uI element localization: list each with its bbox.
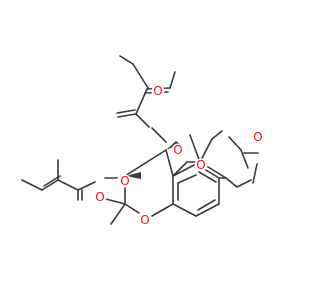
bond (236, 179, 252, 188)
bond (195, 203, 220, 217)
bond (211, 130, 223, 140)
bond (252, 163, 258, 184)
bond (132, 63, 149, 89)
atom-O-lactone-carbonyl: O (251, 130, 265, 144)
atom-O-ester-top: O (171, 143, 185, 157)
wedge-bond (125, 172, 141, 179)
svg-text:O: O (253, 130, 262, 144)
atom-O-carbonyl-left: O (93, 190, 107, 204)
atom-O-carbonyl-top: O (151, 84, 165, 98)
benzene-ring (172, 163, 227, 217)
bond (225, 177, 238, 188)
bond (197, 199, 216, 211)
bond (124, 149, 167, 177)
wedge-bond (166, 141, 180, 150)
bond (135, 113, 150, 128)
bond (77, 181, 96, 191)
bond (117, 113, 137, 118)
bond (228, 136, 242, 151)
atom-O-pyran-ring: O (138, 213, 152, 227)
svg-text:O: O (120, 174, 129, 188)
svg-text:O: O (153, 84, 162, 98)
bond (116, 109, 136, 114)
molecule-diagram: O O O O O O O (21, 55, 265, 227)
atom-labels: O O O O O O O (93, 84, 265, 227)
top-ester-chain (116, 55, 176, 143)
bond (119, 55, 134, 65)
atom-O-lactone-ring: O (194, 158, 208, 172)
bond (21, 179, 43, 191)
pyran-ring (101, 149, 174, 225)
bond (240, 149, 249, 169)
svg-text:O: O (173, 143, 182, 157)
bond (151, 203, 174, 217)
bond (189, 134, 201, 163)
left-ester-chain (21, 159, 118, 201)
bond (110, 203, 126, 225)
lactone-ring (172, 130, 259, 188)
structure-drawing: O O O O O O O (21, 55, 265, 227)
bond (177, 174, 197, 184)
bond (198, 171, 217, 183)
bond (172, 163, 197, 177)
bond (57, 179, 79, 191)
bond (199, 138, 213, 163)
bond (172, 203, 197, 217)
svg-text:O: O (140, 213, 149, 227)
svg-text:O: O (196, 158, 205, 172)
bond (172, 161, 188, 177)
svg-text:O: O (95, 190, 104, 204)
bond (169, 71, 176, 89)
bond (165, 149, 174, 177)
bond (151, 127, 167, 143)
bond (124, 203, 140, 214)
atom-O-ester-left: O (118, 174, 132, 188)
bond (135, 88, 148, 115)
bond (41, 179, 59, 191)
